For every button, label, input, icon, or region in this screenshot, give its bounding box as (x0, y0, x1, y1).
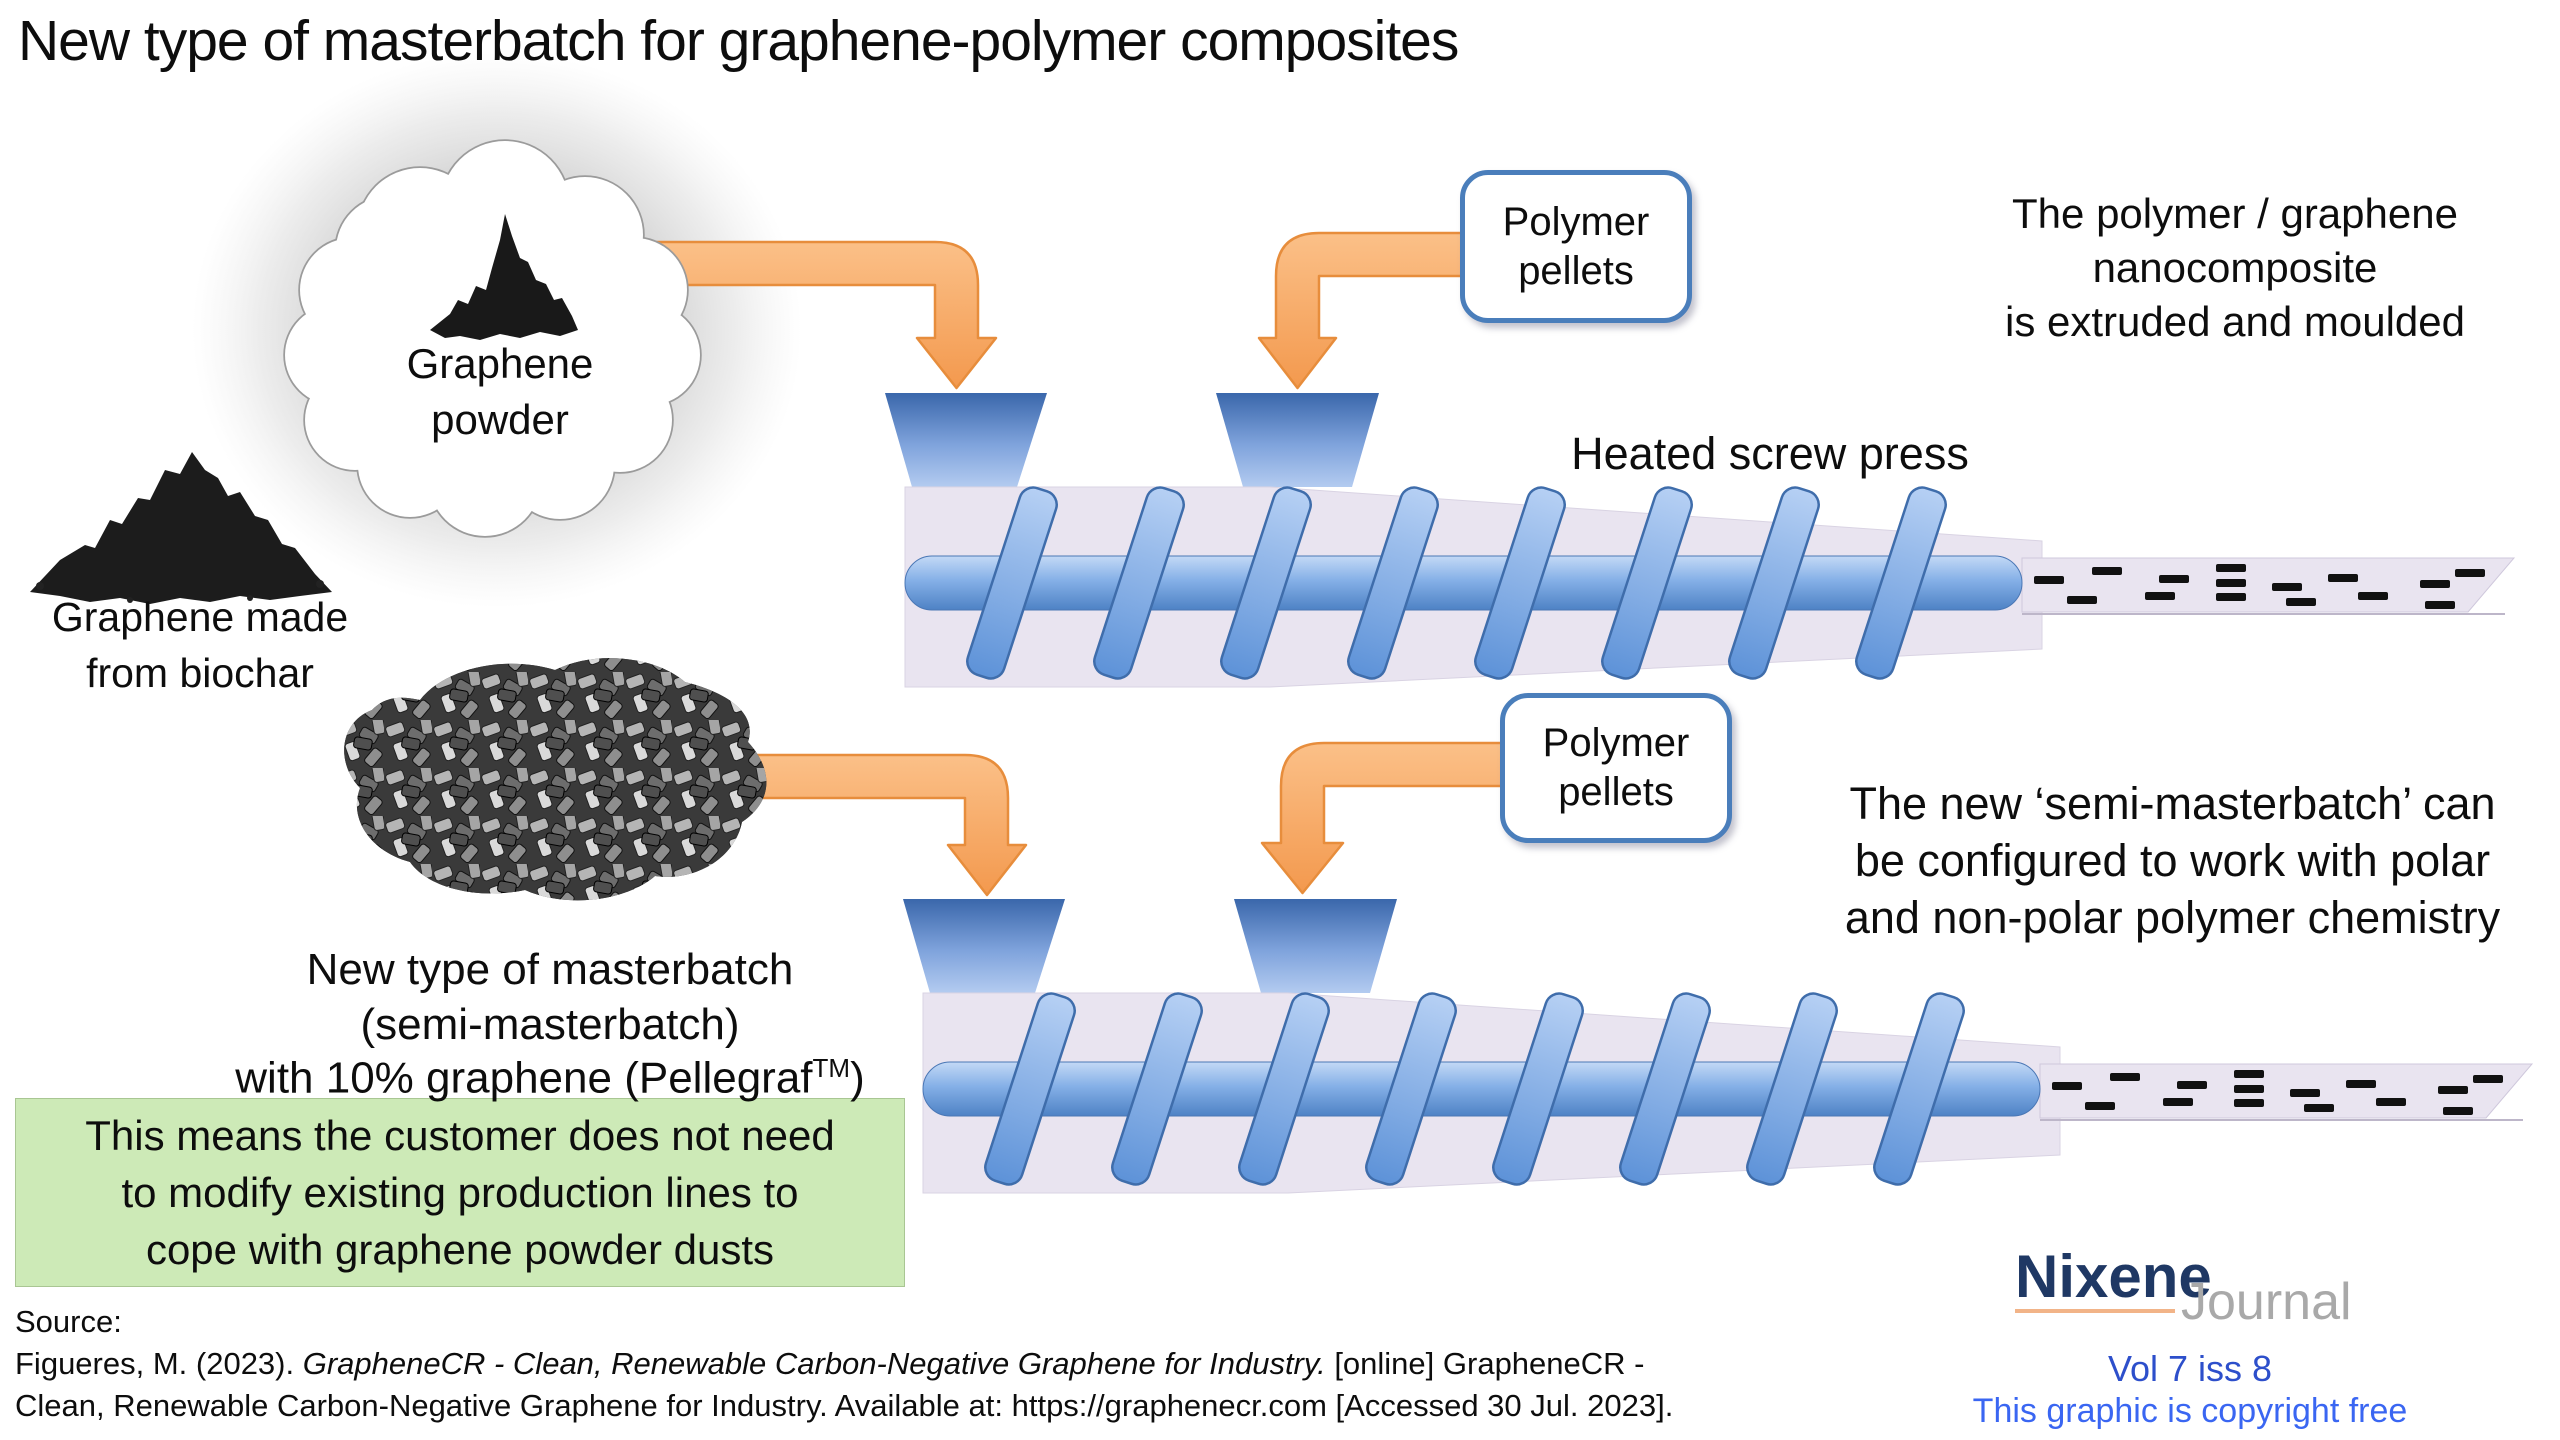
trademark-superscript: TM (812, 1053, 851, 1083)
polymer-box-line1: Polymer (1502, 199, 1650, 244)
screw-press-top (885, 393, 2516, 688)
extruded-note-line3: is extruded and moulded (2005, 298, 2465, 345)
screw-shaft (904, 555, 2023, 611)
journal-volume-label: Vol 7 iss 8 (2107, 1348, 2273, 1389)
extruded-strip (2021, 557, 2516, 613)
masterbatch-pellets-icon (344, 658, 767, 901)
polymer-box-line1: Polymer (1542, 721, 1690, 765)
extruded-strip (2039, 1063, 2534, 1119)
nixene-logo-underline (2015, 1309, 2175, 1313)
source-citation-line2: Clean, Renewable Carbon-Negative Graphen… (15, 1388, 1674, 1423)
flow-arrows (653, 231, 1506, 897)
polymer-box-line2: pellets (1518, 248, 1634, 293)
screw-blades (984, 992, 1965, 1186)
green-box-line3: cope with graphene powder dusts (145, 1226, 775, 1273)
graphene-powder-cloud (283, 139, 702, 538)
semi-note-line3: and non-polar polymer chemistry (1844, 892, 2501, 943)
graphene-flakes (2052, 1070, 2503, 1115)
citation-title-italic: GrapheneCR - Clean, Renewable Carbon-Neg… (302, 1346, 1326, 1381)
biochar-label-line2: from biochar (86, 650, 314, 696)
arrow-masterbatch-to-press2 (743, 753, 1028, 897)
green-box-line1: This means the customer does not need (85, 1112, 835, 1159)
hopper (885, 393, 1047, 487)
arrow-pellets-to-press1 (1257, 231, 1464, 390)
page-title: New type of masterbatch for graphene-pol… (18, 9, 1459, 73)
hopper (1234, 899, 1397, 993)
extruded-note-line1: The polymer / graphene (2012, 190, 2458, 237)
customer-benefit-callout: This means the customer does not need to… (15, 1098, 905, 1287)
screw-shaft (922, 1061, 2041, 1117)
source-citation-line1: Figueres, M. (2023). GrapheneCR - Clean,… (15, 1346, 1644, 1382)
nixene-logo-journal: Journal (2181, 1273, 2352, 1331)
screw-blades (966, 486, 1947, 680)
graphene-flakes (2034, 564, 2485, 609)
arrow-graphene-to-press1 (653, 240, 998, 390)
biochar-label-line1: Graphene made (51, 594, 349, 640)
cloud-label-line1: Graphene (406, 340, 594, 387)
green-box-line2: to modify existing production lines to (121, 1169, 799, 1216)
heated-screw-press-label: Heated screw press (1571, 428, 1969, 479)
masterbatch-label-line1: New type of masterbatch (306, 945, 794, 994)
graphene-powder-pile-icon (430, 214, 578, 340)
masterbatch-label-line2: (semi-masterbatch) (360, 1000, 740, 1049)
masterbatch-line3-text: with 10% graphene (Pellegraf (235, 1053, 813, 1103)
citation-publisher: [online] GrapheneCR - (1325, 1346, 1645, 1381)
semi-note-line1: The new ‘semi-masterbatch’ can (1849, 778, 2496, 829)
masterbatch-label-line3: with 10% graphene (PellegrafTM) (170, 1053, 930, 1104)
polymer-pellets-box-bottom: Polymer pellets (1500, 693, 1732, 843)
nixene-logo-brand: Nixene (2015, 1243, 2212, 1310)
copyright-free-label: This graphic is copyright free (1972, 1392, 2408, 1430)
polymer-pellets-box-top: Polymer pellets (1460, 170, 1692, 323)
citation-author: Figueres, M. (2023). (15, 1346, 303, 1381)
extruded-note-line2: nanocomposite (2092, 244, 2378, 291)
cloud-label-line2: powder (431, 396, 569, 443)
source-label: Source: (15, 1304, 122, 1339)
hopper (1216, 393, 1379, 487)
semi-note-line2: be configured to work with polar (1854, 835, 2491, 886)
hopper (903, 899, 1065, 993)
screw-press-bottom (903, 899, 2534, 1194)
biochar-pile-icon (30, 452, 332, 604)
polymer-box-line2: pellets (1558, 770, 1674, 814)
masterbatch-line3-close: ) (850, 1053, 865, 1103)
arrow-pellets-to-press2 (1260, 741, 1506, 895)
